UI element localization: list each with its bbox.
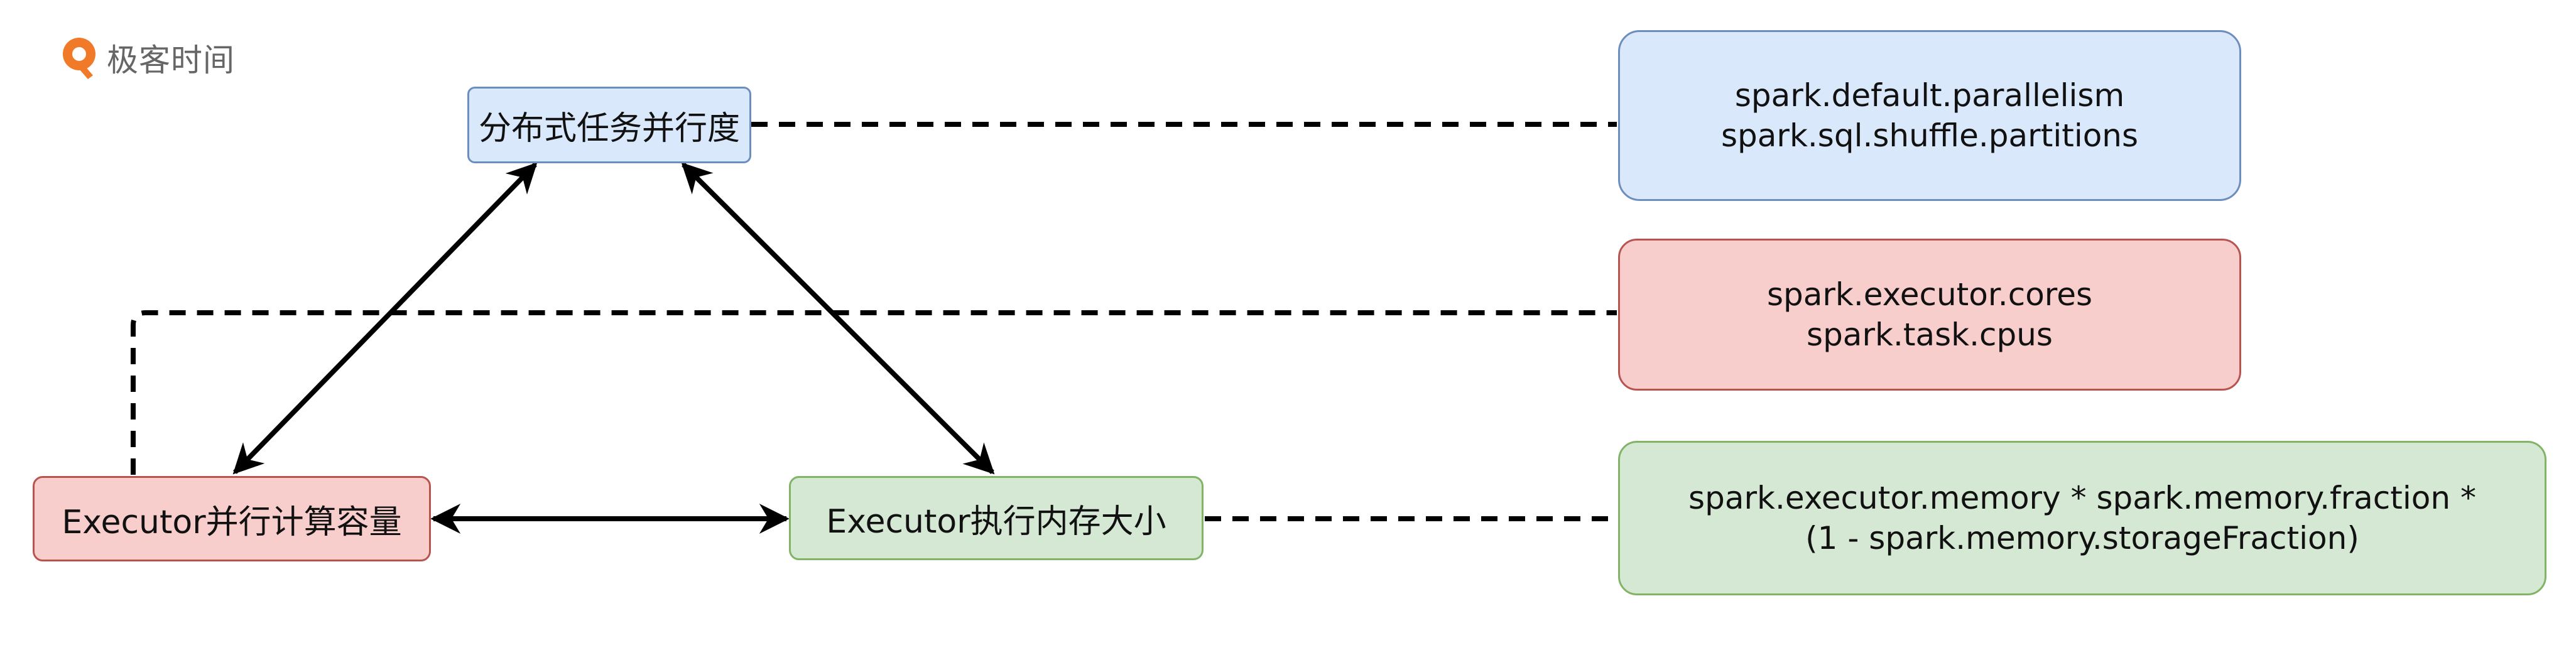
config-line: (1 - spark.memory.storageFraction) [1805, 520, 2359, 556]
node-executor-memory-label: Executor执行内存大小 [826, 502, 1166, 541]
brand-logo: 极客时间 [60, 35, 235, 80]
geektime-logo-icon [63, 38, 95, 79]
node-task-parallelism: 分布式任务并行度 [467, 87, 751, 163]
node-task-parallelism-label: 分布式任务并行度 [478, 109, 740, 148]
arrow-parallelism-memory [681, 162, 995, 475]
node-executor-cores: Executor并行计算容量 [33, 476, 431, 561]
config-box-parallelism: spark.default.parallelism spark.sql.shuf… [1618, 30, 2241, 201]
config-line: spark.task.cpus [1807, 317, 2053, 353]
config-line: spark.executor.cores [1766, 276, 2093, 313]
arrow-parallelism-cores [232, 162, 538, 475]
config-box-cores: spark.executor.cores spark.task.cpus [1618, 239, 2241, 391]
config-line: spark.default.parallelism [1734, 77, 2125, 114]
logo-text: 极客时间 [107, 42, 235, 78]
config-line: spark.sql.shuffle.partitions [1720, 117, 2139, 154]
node-executor-memory: Executor执行内存大小 [789, 476, 1204, 560]
config-line: spark.executor.memory * spark.memory.fra… [1688, 480, 2476, 516]
dashed-link-cores [131, 310, 1617, 475]
config-box-memory: spark.executor.memory * spark.memory.fra… [1618, 441, 2546, 595]
node-executor-cores-label: Executor并行计算容量 [62, 503, 402, 541]
